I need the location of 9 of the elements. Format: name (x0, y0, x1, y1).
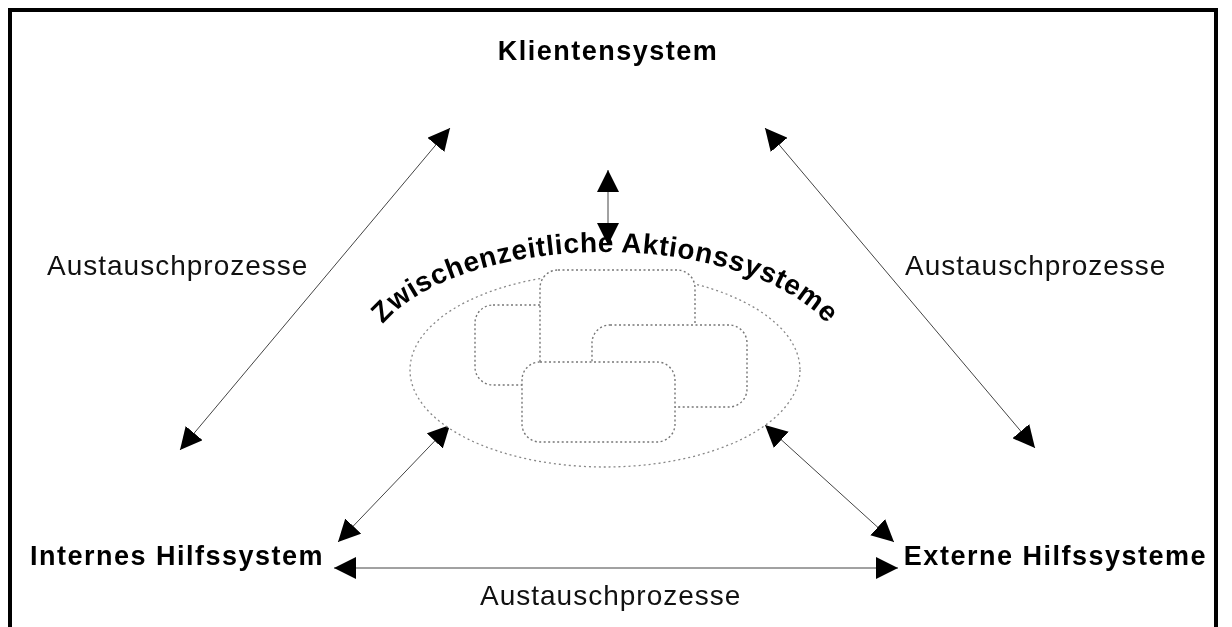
system-label: Klientensystem (497, 36, 719, 67)
system-label: Externe Hilfssysteme (903, 540, 1207, 572)
double-arrow (597, 169, 619, 246)
system-label: Internes Hilfssystem (30, 540, 325, 572)
double-arrow (764, 127, 1036, 449)
double-arrow (333, 557, 899, 579)
double-arrow (179, 127, 451, 451)
double-arrow (337, 424, 451, 543)
double-arrow (764, 424, 895, 543)
